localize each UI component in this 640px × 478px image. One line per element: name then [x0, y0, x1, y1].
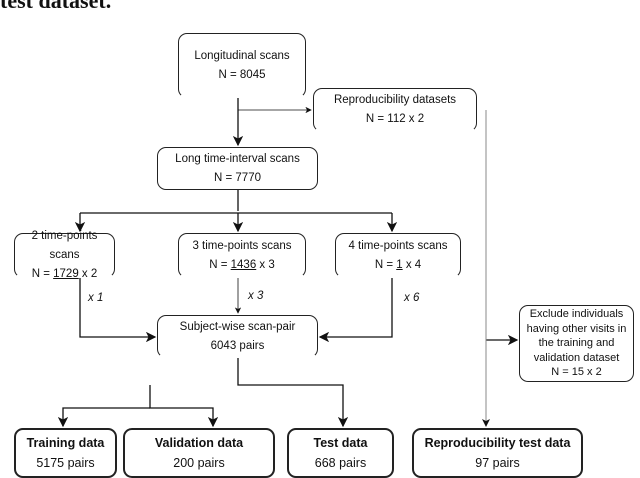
- node-title: 2 time-points scans: [31, 230, 98, 261]
- edge-tp2: [79, 278, 157, 343]
- node-2-timepoints: 2 time-points scans N = 1729 x 2: [14, 230, 115, 280]
- node-test-data: Test data 668 pairs: [287, 428, 394, 478]
- node-title: Validation data: [154, 436, 244, 450]
- exclude-line: validation dataset: [533, 351, 620, 364]
- node-value: N = 1729 x 2: [31, 268, 98, 280]
- edge-to-training: [57, 407, 150, 428]
- node-exclude-individuals: Exclude individuals having other visits …: [519, 305, 634, 382]
- node-subject-scan-pairs: Subject-wise scan-pair 6043 pairs: [157, 315, 318, 358]
- node-longitudinal-scans: Longitudinal scans N = 8045: [178, 33, 306, 98]
- node-validation-data: Validation data 200 pairs: [123, 428, 275, 478]
- exclude-line: N = 15 x 2: [551, 366, 602, 379]
- node-title: Reproducibility datasets: [333, 94, 457, 106]
- exclude-line: the training and: [538, 337, 615, 350]
- node-title: Long time-interval scans: [175, 152, 300, 165]
- node-3-timepoints: 3 time-points scans N = 1436 x 3: [178, 233, 306, 278]
- node-title: Subject-wise scan-pair: [179, 320, 296, 333]
- edge-to-test: [237, 358, 349, 428]
- node-training-data: Training data 5175 pairs: [14, 428, 117, 478]
- node-4-timepoints: 4 time-points scans N = 1 x 4: [335, 233, 461, 278]
- node-value: N = 7770: [214, 171, 261, 184]
- node-value: N = 8045: [218, 68, 266, 81]
- node-title: 4 time-points scans: [348, 239, 448, 252]
- edge-interval-split: [80, 190, 392, 214]
- node-value: 200 pairs: [173, 456, 225, 470]
- node-long-interval-scans: Long time-interval scans N = 7770: [157, 147, 318, 190]
- exclude-line: Exclude individuals: [529, 308, 624, 321]
- exclude-line: having other visits in: [526, 322, 627, 335]
- edge-label-x1: x 1: [88, 292, 104, 304]
- node-reproducibility-datasets: Reproducibility datasets N = 112 x 2: [313, 88, 477, 132]
- node-value: N = 1 x 4: [374, 258, 422, 271]
- node-value: 668 pairs: [314, 456, 367, 470]
- node-title: Reproducibility test data: [424, 436, 571, 450]
- node-title: Longitudinal scans: [194, 49, 290, 62]
- node-value: 6043 pairs: [210, 339, 265, 352]
- node-title: 3 time-points scans: [192, 239, 292, 252]
- node-value: 5175 pairs: [36, 456, 95, 470]
- edge-label-x6: x 6: [404, 292, 420, 304]
- node-value: N = 1436 x 3: [209, 258, 275, 271]
- edge-tp4: [318, 278, 393, 343]
- edge-to-validation: [149, 385, 219, 428]
- node-title: Test data: [313, 436, 368, 450]
- node-title: Training data: [26, 436, 105, 450]
- node-reproducibility-test-data: Reproducibility test data 97 pairs: [412, 428, 583, 478]
- node-value: 97 pairs: [475, 456, 520, 470]
- node-value: N = 112 x 2: [365, 113, 425, 125]
- edge-label-x3: x 3: [248, 290, 264, 302]
- caption-fragment: test dataset.: [0, 0, 112, 13]
